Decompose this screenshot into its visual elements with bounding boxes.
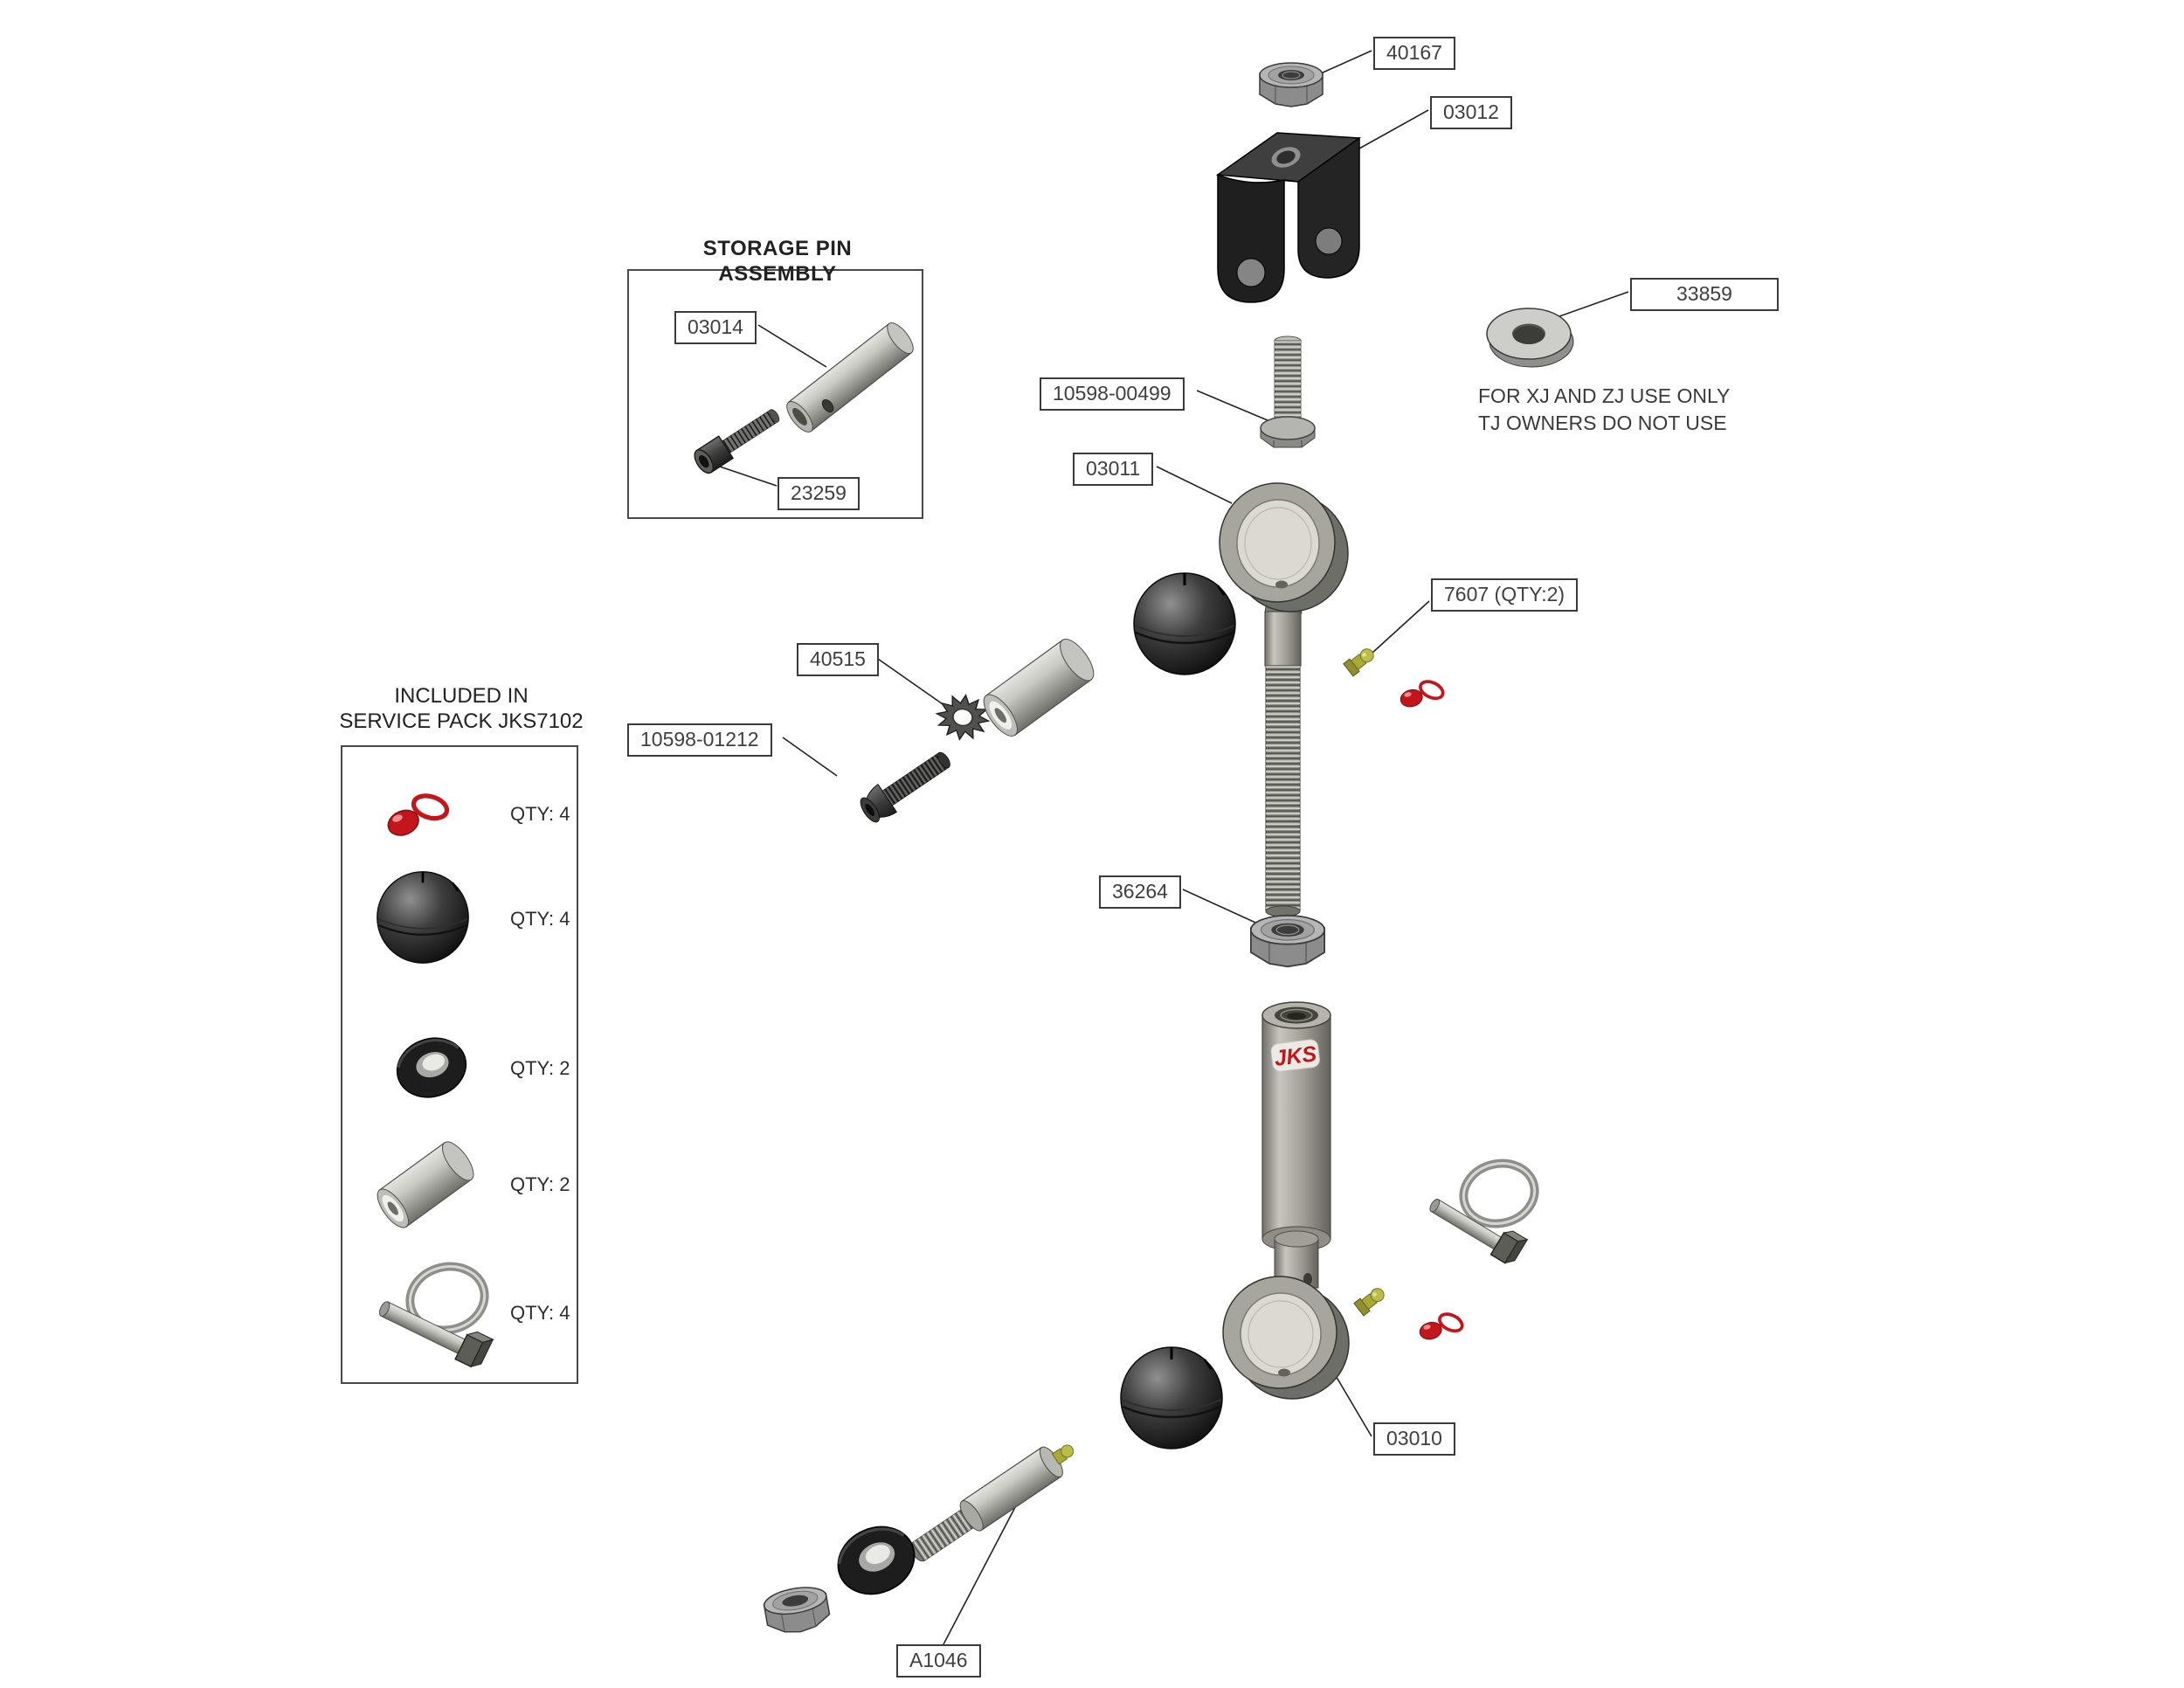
- washer-usage-note-line1: FOR XJ AND ZJ USE ONLY: [1478, 384, 1731, 407]
- leader-line: [757, 324, 827, 368]
- leader-line: [1549, 291, 1629, 321]
- qty-label-grease-cap: QTY: 4: [510, 803, 570, 825]
- service-pack-title-line1: INCLUDED IN: [394, 684, 529, 708]
- leader-line: [1371, 600, 1430, 654]
- callout-a1046: A1046: [896, 1644, 981, 1678]
- storage-sleeve-03014: [786, 322, 914, 432]
- leader-line: [1320, 50, 1372, 74]
- leader-line: [1156, 466, 1233, 504]
- storage-pin-assembly-title: STORAGE PIN ASSEMBLY: [702, 237, 853, 286]
- linch-pin: [1429, 1159, 1539, 1264]
- callout-03011: 03011: [1073, 453, 1154, 486]
- grease-fitting-lower: [1353, 1288, 1385, 1317]
- ball-bushing-upper: [1133, 572, 1236, 675]
- callout-23259: 23259: [778, 477, 860, 510]
- leader-lines: [714, 50, 1629, 1645]
- leader-line: [782, 737, 838, 777]
- grease-cap-upper: [1400, 680, 1445, 708]
- qty-label-ball: QTY: 4: [510, 908, 570, 930]
- grease-cap-service: [387, 793, 450, 836]
- washer-usage-note: FOR XJ AND ZJ USE ONLY TJ OWNERS DO NOT …: [1478, 383, 1730, 437]
- clevis-bracket-03012: [1215, 132, 1362, 303]
- ball-bushing-lower: [1120, 1346, 1223, 1449]
- service-pack-box: [341, 745, 578, 1384]
- washer-usage-note-line2: TJ OWNERS DO NOT USE: [1478, 412, 1727, 434]
- flat-washer-33859: [1486, 308, 1574, 368]
- service-pack-title-line2: SERVICE PACK JKS7102: [339, 709, 584, 733]
- socket-screw-23259: [694, 409, 780, 474]
- leader-line: [1196, 390, 1275, 424]
- spacer-sleeve-service: [377, 1141, 474, 1228]
- ball-bushing-service: [377, 871, 469, 964]
- grease-cap-lower: [1419, 1312, 1464, 1340]
- lower-link-03010: JKS: [1222, 1001, 1350, 1400]
- hex-nut-36264: [1250, 915, 1325, 968]
- callout-40515: 40515: [797, 643, 879, 676]
- bolt-10598-00499: [1260, 336, 1316, 448]
- linch-pin-service: [378, 1262, 494, 1368]
- leader-line: [1182, 889, 1264, 927]
- jks-logo: JKS: [1273, 1041, 1318, 1071]
- upper-link-03011: [1219, 482, 1349, 917]
- leader-line: [874, 656, 946, 707]
- hex-nut-bottom: [763, 1587, 831, 1633]
- callout-10598-00499: 10598-00499: [1040, 377, 1185, 411]
- button-bolt-10598-01212: [860, 751, 950, 823]
- callout-40167: 40167: [1373, 37, 1455, 70]
- leader-line: [1358, 109, 1429, 149]
- callout-7607: 7607 (QTY:2): [1431, 578, 1579, 612]
- callout-03014: 03014: [674, 311, 757, 344]
- qty-label-linch-pin: QTY: 4: [510, 1302, 570, 1324]
- grease-fitting-upper: [1343, 648, 1374, 677]
- qty-label-ring: QTY: 2: [510, 1057, 570, 1079]
- callout-03012: 03012: [1430, 96, 1512, 129]
- spacer-sleeve: [983, 639, 1095, 737]
- leader-line: [943, 1490, 1025, 1645]
- bushing-ring: [837, 1525, 916, 1595]
- callout-36264: 36264: [1099, 875, 1181, 909]
- service-pack-title: INCLUDED IN SERVICE PACK JKS7102: [321, 683, 601, 734]
- storage-pin-assembly-box: [627, 269, 923, 519]
- callout-10598-01212: 10598-01212: [627, 723, 772, 757]
- hex-nut-40167: [1259, 62, 1324, 107]
- callout-03010: 03010: [1373, 1422, 1455, 1456]
- star-washer-40515: [935, 694, 991, 741]
- leader-line: [714, 464, 778, 487]
- callout-33859: 33859: [1630, 278, 1779, 311]
- bushing-ring-service: [396, 1037, 467, 1098]
- qty-label-sleeve: QTY: 2: [510, 1173, 570, 1195]
- stud-assembly-a1046: [910, 1444, 1075, 1562]
